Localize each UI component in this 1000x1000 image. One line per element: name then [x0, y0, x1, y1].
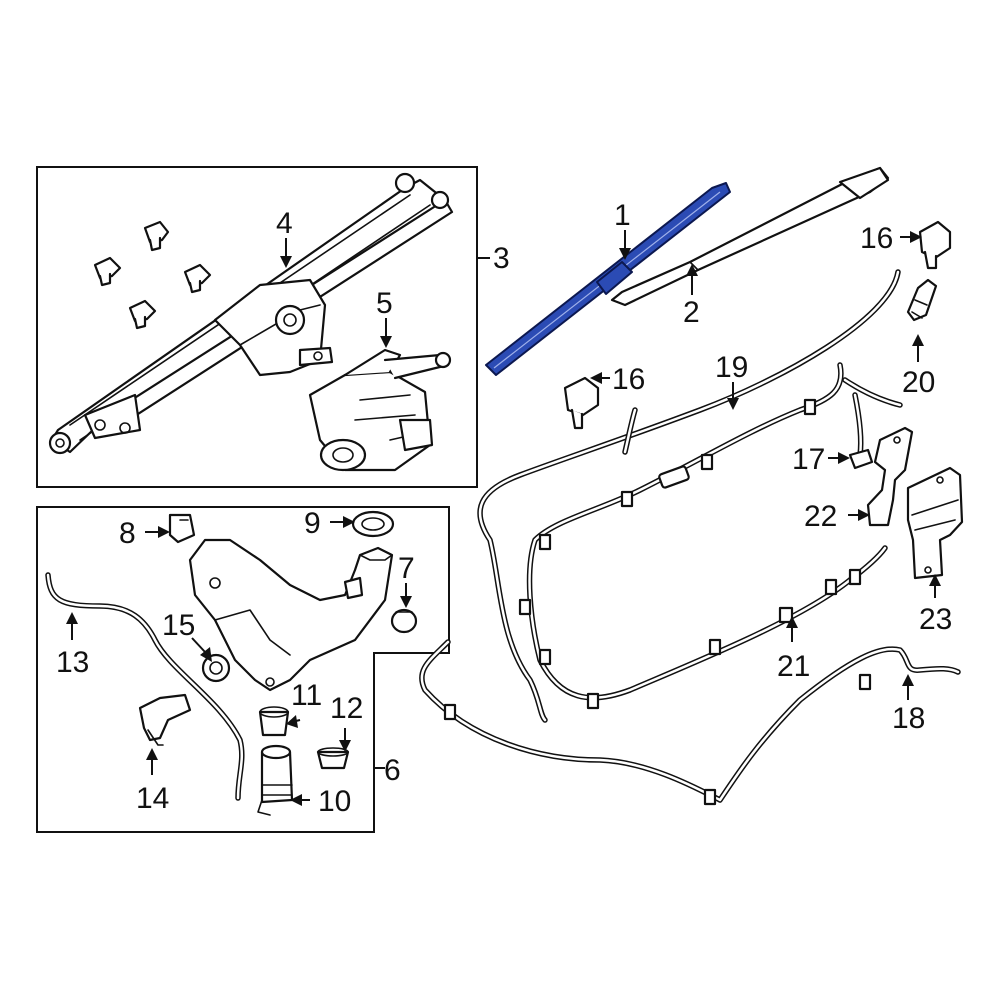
reservoir-bracket[interactable]: [906, 466, 964, 580]
wiper-blade[interactable]: [485, 182, 731, 376]
hose-connector[interactable]: [906, 278, 938, 322]
callout-22: 22: [804, 500, 837, 533]
callout-20: 20: [902, 366, 935, 399]
washer-pump[interactable]: [257, 744, 294, 816]
pump-seal-12[interactable]: [316, 747, 350, 770]
level-sensor-clip[interactable]: [168, 513, 196, 544]
callout-23: 23: [919, 603, 952, 636]
hose-clips: [443, 398, 872, 806]
hose-check-valve[interactable]: [848, 448, 874, 470]
callout-10: 10: [318, 785, 351, 818]
callout-16-upper: 16: [860, 222, 893, 255]
callout-4: 4: [276, 207, 293, 240]
washer-nozzle-upper[interactable]: [918, 220, 952, 270]
washer-nozzle-lower[interactable]: [563, 376, 600, 430]
level-sensor-14[interactable]: [138, 693, 192, 746]
callout-labels: 1 2 3 4 5 6 7 8 9 10 11 12 13 14 15 16 1…: [56, 199, 952, 818]
washer-reservoir-group-box: [36, 506, 450, 833]
nozzle-bracket[interactable]: [866, 426, 914, 527]
callout-1: 1: [614, 199, 631, 232]
wiper-linkage-group-box: [36, 166, 478, 488]
callout-16-lower: 16: [612, 363, 645, 396]
mounting-bolt-3[interactable]: [183, 263, 212, 294]
callout-15: 15: [162, 609, 195, 642]
callout-18: 18: [892, 702, 925, 735]
grommet-15[interactable]: [201, 653, 231, 683]
reservoir-cap[interactable]: [390, 608, 418, 634]
wiper-arm[interactable]: [610, 166, 890, 307]
leader-arrows: [66, 230, 941, 806]
callout-13: 13: [56, 646, 89, 679]
mounting-bolt-4[interactable]: [128, 299, 157, 330]
callout-2: 2: [683, 296, 700, 329]
washer-hose-19[interactable]: [477, 269, 901, 723]
wire-harness-13[interactable]: [45, 572, 245, 801]
callout-8: 8: [119, 517, 136, 550]
wiper-linkage[interactable]: [48, 172, 454, 455]
callout-12: 12: [330, 692, 363, 725]
filler-cap-seal[interactable]: [351, 510, 395, 538]
callout-19: 19: [715, 351, 748, 384]
callout-6: 6: [384, 754, 401, 787]
wiper-motor[interactable]: [308, 348, 452, 472]
washer-reservoir[interactable]: [188, 538, 394, 692]
mounting-bolt-1[interactable]: [143, 220, 170, 252]
callout-9: 9: [304, 507, 321, 540]
callout-21: 21: [777, 650, 810, 683]
callout-14: 14: [136, 782, 169, 815]
pump-grommet-11[interactable]: [258, 706, 290, 737]
callout-11: 11: [291, 679, 322, 712]
mounting-bolt-2[interactable]: [93, 256, 122, 287]
callout-3: 3: [493, 242, 510, 275]
callout-17: 17: [792, 443, 825, 476]
callout-7: 7: [398, 552, 415, 585]
callout-5: 5: [376, 287, 393, 320]
